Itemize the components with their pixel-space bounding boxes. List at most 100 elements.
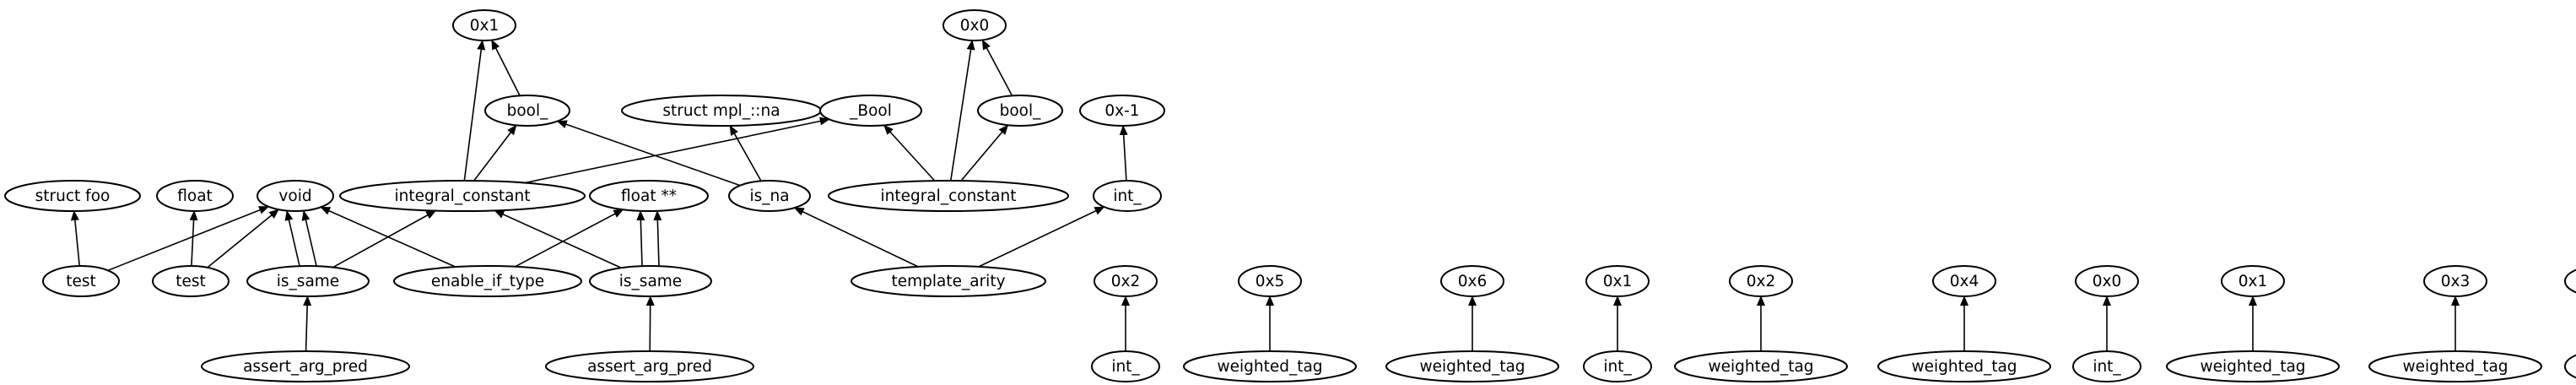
node-ellipse xyxy=(1238,265,1302,297)
node-label: is_same xyxy=(277,273,339,290)
graph-node: int_ xyxy=(2072,350,2141,382)
node-ellipse xyxy=(819,95,922,127)
node-ellipse xyxy=(1091,350,1160,382)
node-ellipse xyxy=(2075,265,2139,297)
edge xyxy=(729,125,762,182)
graph-node: bool_ xyxy=(484,95,570,127)
graph-node: weighted_tag xyxy=(1674,350,1848,382)
graph-edge xyxy=(189,209,198,267)
graph-edge xyxy=(107,205,270,272)
graph-edge xyxy=(981,39,1013,96)
edge xyxy=(303,295,312,352)
graph-edge xyxy=(1119,124,1128,182)
node-label: int_ xyxy=(2093,358,2121,376)
node-ellipse xyxy=(156,180,234,212)
graph-edge xyxy=(301,210,317,267)
graph-node: 0x1 xyxy=(2221,265,2285,297)
node-ellipse xyxy=(1729,265,1793,297)
node-ellipse xyxy=(2564,268,2576,294)
graph-edge xyxy=(793,207,919,268)
graph-node: test xyxy=(42,265,120,297)
graph-edge xyxy=(949,39,975,182)
node-label: assert_arg_pred xyxy=(243,358,368,376)
node-ellipse xyxy=(977,95,1063,127)
graph-edge xyxy=(524,117,830,184)
node-label: void xyxy=(278,187,311,205)
node-label: float ** xyxy=(621,187,677,205)
node-ellipse xyxy=(728,180,811,212)
edge xyxy=(636,210,645,267)
graph-edge xyxy=(70,210,81,267)
node-ellipse xyxy=(1674,350,1848,382)
node-label: int_ xyxy=(1111,358,1140,376)
graph-node: 0x0 xyxy=(942,9,1007,41)
node-label: assert_arg_pred xyxy=(587,358,712,376)
node-ellipse xyxy=(1079,95,1165,127)
edge xyxy=(981,39,1013,96)
edge xyxy=(301,210,317,267)
graph-node: float xyxy=(156,180,234,212)
graph-edge xyxy=(636,210,645,267)
node-ellipse xyxy=(2072,350,2141,382)
graph-node: int_ xyxy=(1583,350,1652,382)
graph-node: 0x2 xyxy=(1729,265,1793,297)
node-label: 0x-1 xyxy=(1104,102,1139,120)
edge xyxy=(70,210,81,267)
graph-node: weighted_tag xyxy=(1183,350,1357,382)
graph-node: integral_constant xyxy=(339,180,586,212)
graph-node: 0x0 xyxy=(2075,265,2139,297)
graph-edge xyxy=(494,209,622,268)
edge xyxy=(332,209,437,268)
node-label: int_ xyxy=(1113,187,1142,205)
edge xyxy=(491,39,521,96)
node-ellipse xyxy=(2166,350,2340,382)
node-ellipse xyxy=(589,265,712,297)
node-label: weighted_tag xyxy=(2200,358,2305,376)
node-ellipse xyxy=(2423,265,2487,297)
graph-edge xyxy=(515,209,624,268)
node-ellipse xyxy=(1093,180,1162,212)
node-label: weighted_tag xyxy=(1911,358,2017,376)
node-ellipse xyxy=(828,180,1069,212)
node-label: is_na xyxy=(749,187,789,205)
node-label: weighted_tag xyxy=(1217,358,1322,376)
graph-edge xyxy=(320,206,456,268)
graph-node: assert_arg_pred xyxy=(545,350,754,382)
node-label: enable_if_type xyxy=(431,273,544,290)
node-ellipse xyxy=(1094,265,1158,297)
node-ellipse xyxy=(257,180,334,212)
node-ellipse xyxy=(1932,265,1996,297)
node-ellipse xyxy=(484,95,570,127)
edge xyxy=(494,209,622,268)
node-ellipse xyxy=(2221,265,2285,297)
graph-node: weighted_tag xyxy=(1385,350,1559,382)
node-ellipse xyxy=(1583,350,1652,382)
graph-edge xyxy=(556,120,741,187)
graph-edge xyxy=(491,39,521,96)
edge xyxy=(960,124,1009,182)
node-label: is_same xyxy=(619,273,682,290)
edge xyxy=(793,207,919,268)
edge xyxy=(284,210,300,267)
node-ellipse xyxy=(393,265,582,297)
node-label: integral_constant xyxy=(395,187,531,205)
graph-edge xyxy=(883,124,936,182)
graph-node: void xyxy=(257,180,334,212)
graph-edge xyxy=(653,210,662,267)
edge xyxy=(883,124,936,182)
graph-node: struct mpl_::na xyxy=(621,95,822,127)
node-label: int_ xyxy=(1603,358,1632,376)
graph-edge xyxy=(463,39,486,182)
edge xyxy=(473,124,517,182)
graph-edge xyxy=(207,209,279,268)
node-ellipse xyxy=(1585,265,1650,297)
graph-node: 0x2 xyxy=(1094,265,1158,297)
node-label: template_arity xyxy=(891,273,1005,290)
node-ellipse xyxy=(42,265,120,297)
node-ellipse xyxy=(1183,350,1357,382)
node-label: _Bool xyxy=(849,102,892,120)
node-label: 0x5 xyxy=(1256,273,1285,290)
graph-edge xyxy=(303,295,312,352)
